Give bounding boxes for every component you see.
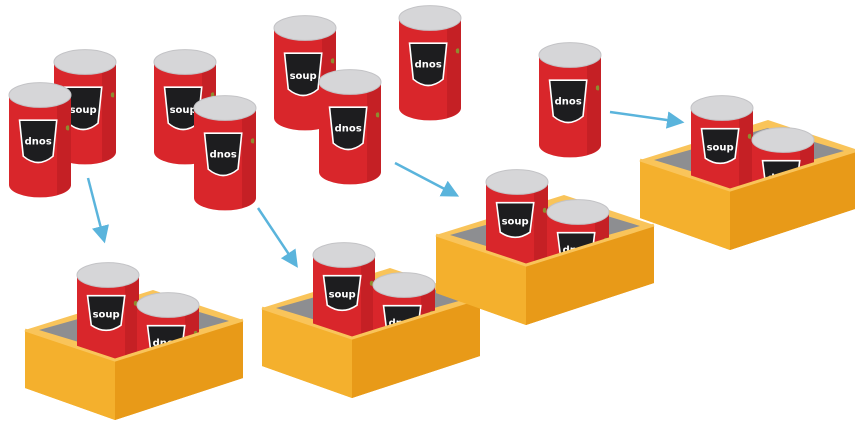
arrow-1 — [86, 177, 109, 244]
can-shade — [102, 62, 116, 162]
can-lid — [76, 262, 140, 288]
arrow-2 — [256, 207, 298, 268]
can-lid — [8, 82, 72, 108]
can-label-badge — [283, 52, 323, 97]
can-shade — [361, 255, 375, 339]
arrow-4 — [609, 110, 685, 129]
leaf-icon — [455, 48, 460, 54]
loose-can-d: soup — [193, 95, 257, 211]
can-lid — [751, 127, 815, 153]
box-side-overlay — [115, 320, 243, 420]
can-shade — [57, 95, 71, 195]
can-shade — [534, 182, 548, 266]
leaf-icon — [250, 138, 255, 144]
can-shade — [242, 108, 256, 208]
can-label-text: soup — [502, 217, 529, 228]
can-lid — [136, 292, 200, 318]
can-label-badge — [322, 274, 362, 312]
arrow-3 — [394, 161, 460, 197]
leaf-icon — [369, 280, 374, 286]
can-shade — [367, 82, 381, 182]
can-label-badge — [18, 119, 58, 164]
can-label-text: soup — [210, 149, 237, 160]
box-side-overlay — [730, 150, 855, 250]
box-side-overlay — [526, 225, 654, 325]
can-label-text: soup — [25, 136, 52, 147]
can-label-badge — [548, 79, 588, 124]
box-rim-edge — [639, 149, 855, 192]
can-lid — [372, 272, 436, 298]
can-label-text: soup — [170, 105, 197, 116]
can-label-badge — [203, 132, 243, 177]
can-label-text: soup — [555, 96, 582, 107]
leaf-icon — [375, 112, 380, 118]
leaf-icon — [133, 300, 138, 306]
leaf-icon — [595, 85, 600, 91]
can-lid — [193, 95, 257, 121]
box-4-can-1: soup — [690, 95, 754, 195]
can-shade — [125, 275, 139, 359]
can-label-text: soup — [70, 105, 97, 116]
can-lid — [398, 5, 462, 31]
can-shade — [447, 18, 461, 118]
can-label-badge — [328, 106, 368, 151]
can-label-badge — [86, 294, 126, 332]
can-lid — [53, 49, 117, 75]
can-shade — [587, 55, 601, 155]
can-label-text: soup — [415, 59, 442, 70]
can-lid — [312, 242, 376, 268]
leaf-icon — [330, 58, 335, 64]
can-label-text: soup — [329, 290, 356, 301]
box-rim-edge — [261, 296, 481, 340]
can-lid — [538, 42, 602, 68]
can-label-text: soup — [93, 310, 120, 321]
can-label-text: soup — [290, 71, 317, 82]
loose-can-f: soup — [318, 69, 382, 185]
can-label-text: soup — [335, 123, 362, 134]
can-lid — [690, 95, 754, 121]
can-label-text: soup — [707, 143, 734, 154]
leaf-icon — [110, 92, 115, 98]
leaf-icon — [542, 207, 547, 213]
loose-can-a: soup — [53, 49, 117, 165]
loose-can-h: soup — [538, 42, 602, 158]
can-lid — [546, 199, 610, 225]
loose-can-b: soup — [8, 82, 72, 198]
leaf-icon — [747, 133, 752, 139]
box-side-overlay — [352, 298, 480, 398]
can-label-badge — [408, 42, 448, 87]
box-rim-edge — [24, 318, 244, 362]
box-1-can-1: soup — [76, 262, 140, 362]
can-shade — [739, 108, 753, 192]
can-lid — [485, 169, 549, 195]
loose-can-g: soup — [398, 5, 462, 121]
can-label-badge — [700, 127, 740, 165]
box-2-can-1: soup — [312, 242, 376, 342]
can-lid — [153, 49, 217, 75]
leaf-icon — [65, 125, 70, 131]
can-label-badge — [495, 201, 535, 239]
box-3-can-1: soup — [485, 169, 549, 269]
can-lid — [318, 69, 382, 95]
can-lid — [273, 15, 337, 41]
box-rim-edge — [435, 223, 655, 267]
